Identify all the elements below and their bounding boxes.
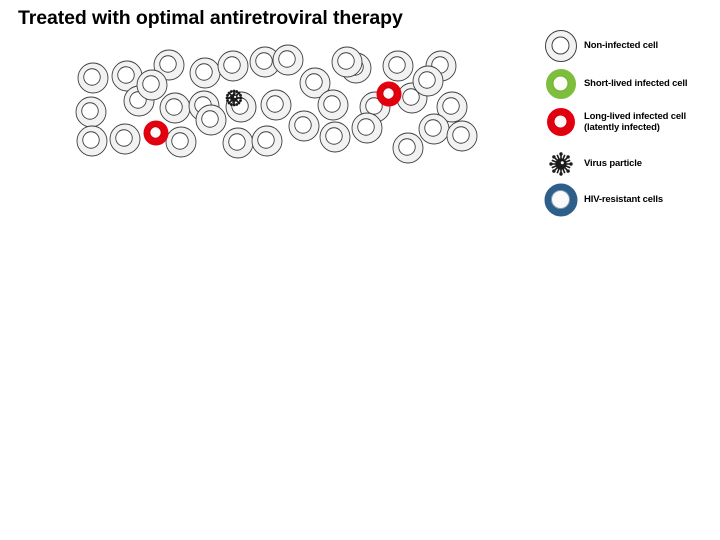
cell-non-infected [195, 104, 227, 136]
legend-item-non-infected-cell: Non-infected cell [538, 26, 720, 66]
cell-non-infected [288, 110, 320, 142]
cell-non-infected [251, 125, 283, 157]
cell-non-infected [260, 89, 292, 121]
legend-item-virus-particle: Virus particle [538, 144, 720, 184]
cell-cluster-canvas [75, 44, 478, 164]
legend-label-virus-particle: Virus particle [584, 158, 642, 170]
cell-non-infected [418, 113, 450, 145]
cell-non-infected [331, 46, 363, 78]
cell-non-infected [319, 121, 351, 153]
cell-non-infected [351, 112, 383, 144]
legend-label-long-lived-infected-cell: Long-lived infected cell (latently infec… [584, 110, 686, 134]
cell-non-infected [272, 44, 304, 76]
cell-long-lived-infected [143, 120, 169, 146]
hiv-resistant-cell-icon [538, 180, 584, 220]
legend-label-short-lived-infected-cell: Short-lived infected cell [584, 78, 688, 90]
cell-non-infected [436, 91, 468, 123]
legend-item-hiv-resistant-cells: HIV-resistant cells [538, 180, 720, 220]
cell-non-infected [217, 50, 249, 82]
legend-item-short-lived-infected-cell: Short-lived infected cell [538, 64, 720, 104]
cell-non-infected [249, 46, 281, 78]
cell-non-infected [76, 125, 108, 157]
cell-non-infected [109, 123, 141, 155]
cell-non-infected [222, 127, 254, 159]
cell-long-lived-infected [376, 81, 402, 107]
cell-non-infected [75, 96, 107, 128]
cell-non-infected [392, 132, 424, 164]
short-lived-infected-cell-icon [538, 64, 584, 104]
cell-non-infected [111, 60, 143, 92]
cell-non-infected [382, 50, 414, 82]
cell-virus [225, 89, 243, 107]
cell-non-infected [159, 92, 191, 124]
cell-non-infected [317, 89, 349, 121]
legend-label-non-infected-cell: Non-infected cell [584, 40, 658, 52]
long-lived-infected-cell-icon [538, 102, 584, 142]
cell-non-infected [412, 65, 444, 97]
cell-non-infected [165, 126, 197, 158]
cell-non-infected [153, 49, 185, 81]
legend-item-long-lived-infected-cell: Long-lived infected cell (latently infec… [538, 102, 720, 142]
cell-population-diagram [0, 0, 540, 190]
legend: Non-infected cell Short-lived infected c… [538, 26, 720, 222]
page-title: Treated with optimal antiretroviral ther… [18, 7, 403, 29]
cell-non-infected [446, 120, 478, 152]
cell-non-infected [77, 62, 109, 94]
virus-particle-icon [538, 144, 584, 184]
cell-non-infected [136, 69, 168, 101]
non-infected-cell-icon [538, 26, 584, 66]
legend-label-hiv-resistant-cells: HIV-resistant cells [584, 194, 663, 206]
cell-non-infected [189, 57, 221, 89]
cell-non-infected [299, 67, 331, 99]
